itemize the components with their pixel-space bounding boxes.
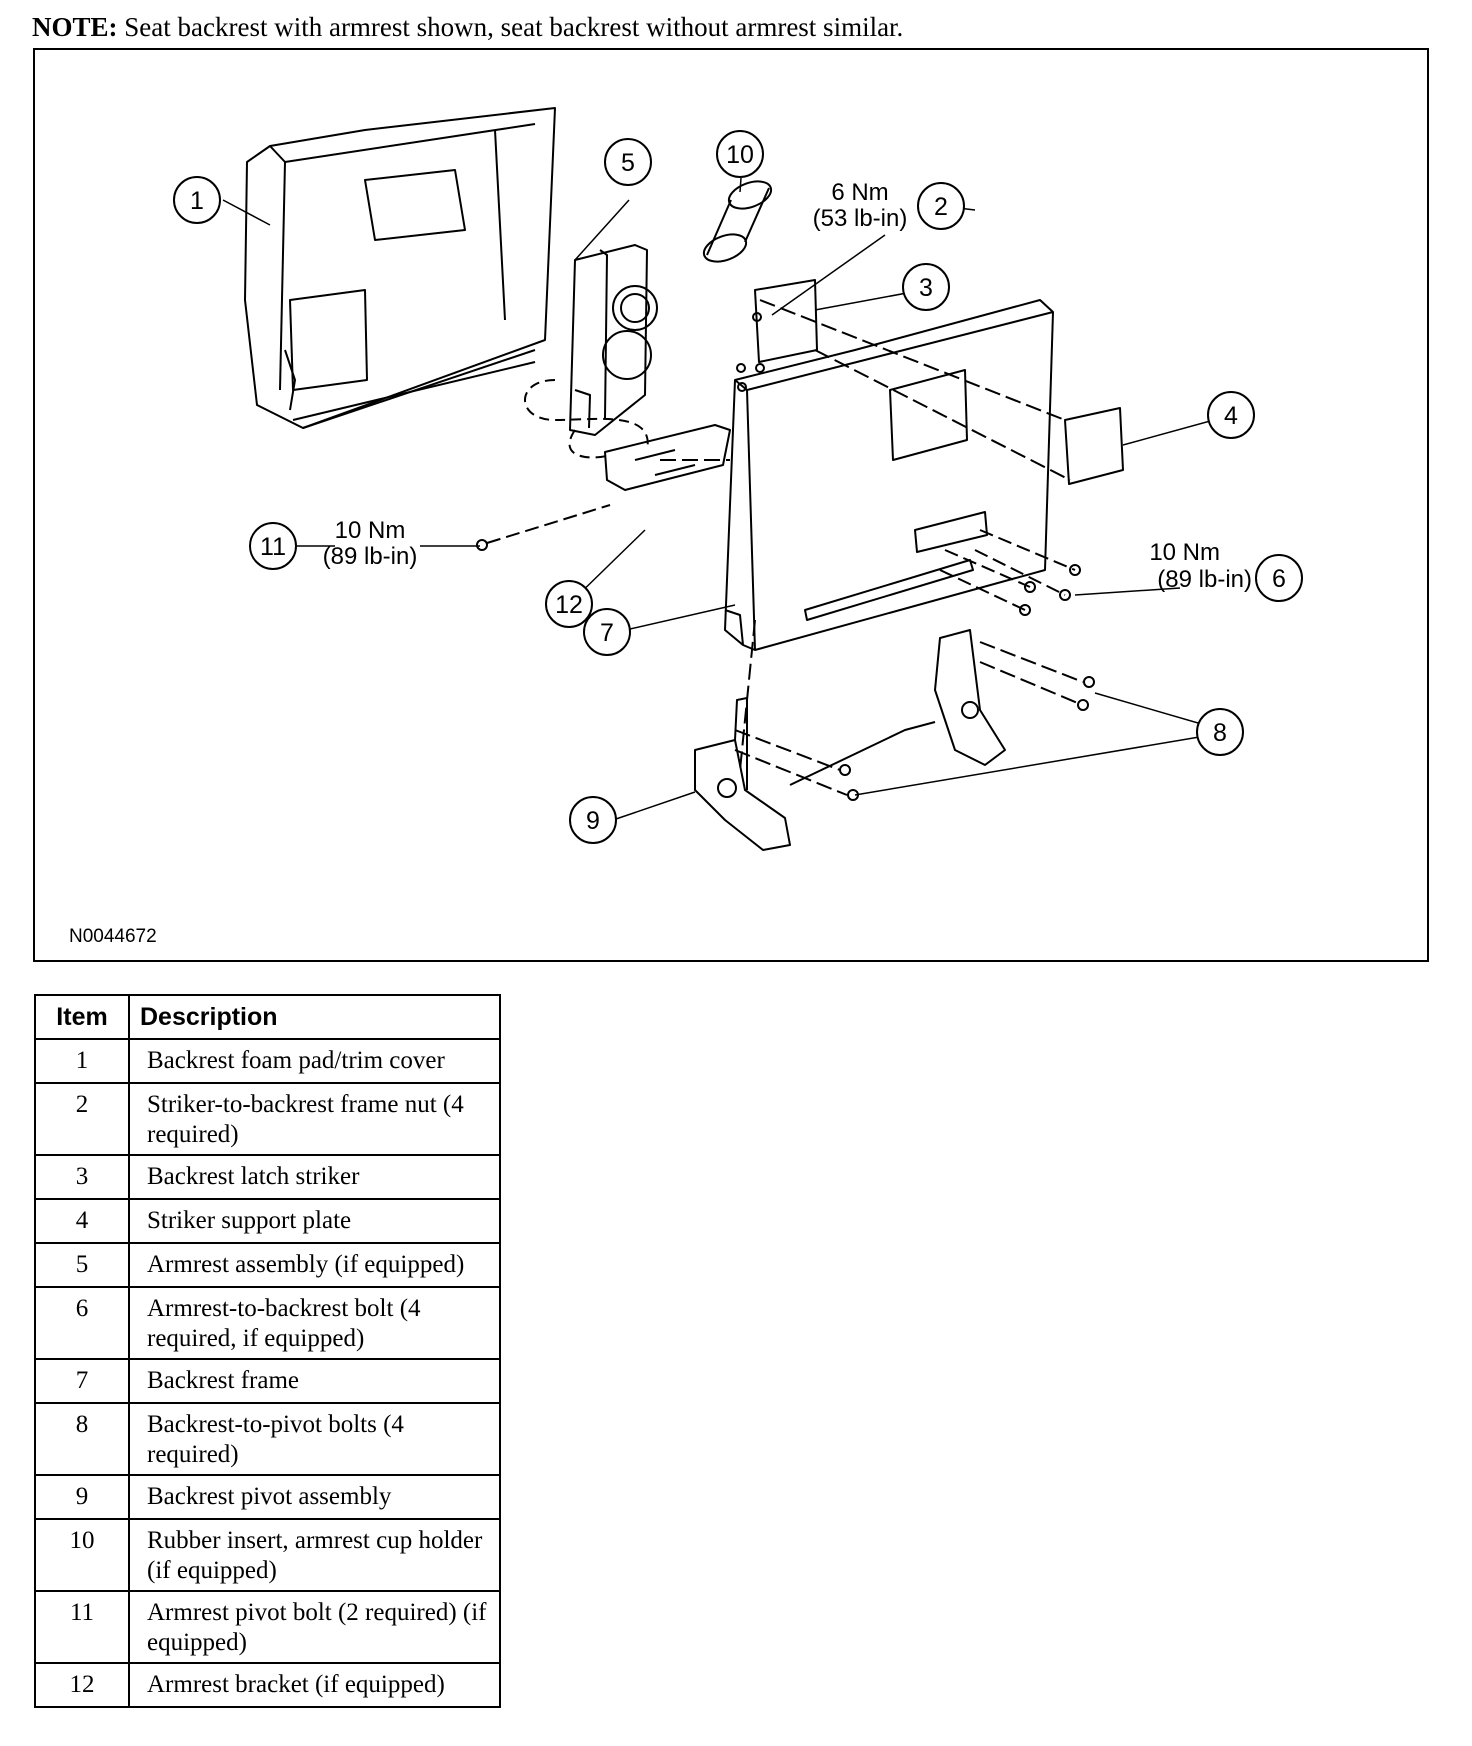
- callout-7: 7: [583, 608, 631, 656]
- backrest-frame-drawing: [724, 299, 1054, 651]
- torque-2-lbin: (53 lb-in): [813, 205, 908, 232]
- callout-9: 9: [569, 796, 617, 844]
- callout-6: 6: [1255, 554, 1303, 602]
- row-description: Striker-to-backrest frame nut (4 require…: [128, 1082, 501, 1156]
- callout-12: 12: [545, 580, 593, 628]
- row-description: Backrest-to-pivot bolts (4 required): [128, 1402, 501, 1476]
- pivot-bolt-11-drawing: [476, 539, 488, 551]
- wire-loop-drawing: [524, 379, 649, 459]
- torque-6-lbin: (89 lb-in): [1157, 566, 1252, 593]
- callout-balloons: 1 2 3 4 5 6 7 8 9 10 11 12: [173, 130, 1303, 844]
- pivot-assembly-left-drawing: [694, 697, 791, 851]
- foam-pad-trim-cover-drawing: [244, 107, 556, 429]
- callout-11: 11: [249, 522, 297, 570]
- torque-11-nm: 10 Nm: [335, 517, 406, 544]
- row-description: Armrest-to-backrest bolt (4 required, if…: [128, 1286, 501, 1360]
- callout-7-label: 7: [600, 619, 614, 647]
- torque-2-nm: 6 Nm: [831, 179, 888, 206]
- rubber-inserts-drawing: [702, 180, 773, 263]
- callout-10-label: 10: [726, 141, 754, 169]
- row-item: 8: [34, 1402, 130, 1476]
- callout-4-label: 4: [1224, 402, 1238, 430]
- pivot-assembly-right-drawing: [789, 629, 1006, 786]
- bolts-8-drawing: [839, 676, 1095, 801]
- callout-8: 8: [1196, 708, 1244, 756]
- row-description: Armrest bracket (if equipped): [128, 1662, 501, 1708]
- figure-id: N0044672: [69, 926, 157, 947]
- row-item: 11: [34, 1590, 130, 1664]
- note-label: NOTE:: [32, 12, 118, 42]
- row-description: Backrest foam pad/trim cover: [128, 1038, 501, 1084]
- row-description: Armrest assembly (if equipped): [128, 1242, 501, 1288]
- row-item: 10: [34, 1518, 130, 1592]
- callout-11-label: 11: [260, 533, 286, 561]
- armrest-bracket-drawing: [604, 424, 731, 491]
- row-item: 3: [34, 1154, 130, 1200]
- callout-5: 5: [604, 138, 652, 186]
- row-item: 9: [34, 1474, 130, 1520]
- torque-11-lbin: (89 lb-in): [323, 543, 418, 570]
- torque-specs: 6 Nm (53 lb-in) 10 Nm (89 lb-in) 10 Nm (…: [323, 179, 1252, 593]
- latch-striker-drawing: [754, 279, 818, 363]
- row-description: Backrest latch striker: [128, 1154, 501, 1200]
- note-text: Seat backrest with armrest shown, seat b…: [124, 12, 904, 42]
- callout-1-label: 1: [190, 187, 204, 215]
- callout-2: 2: [917, 182, 965, 230]
- row-description: Backrest frame: [128, 1358, 501, 1404]
- row-item: 5: [34, 1242, 130, 1288]
- row-item: 7: [34, 1358, 130, 1404]
- table-header-row: Item Description: [34, 994, 501, 1040]
- row-item: 1: [34, 1038, 130, 1084]
- callout-12-label: 12: [555, 591, 583, 619]
- callout-10: 10: [716, 130, 764, 178]
- exploded-view-diagram: 1 2 3 4 5 6 7 8 9 10 11 12 6 Nm (53 lb-i…: [33, 48, 1429, 962]
- row-item: 6: [34, 1286, 130, 1360]
- row-item: 4: [34, 1198, 130, 1244]
- callout-3: 3: [902, 263, 950, 311]
- diagram-drawing: 1 2 3 4 5 6 7 8 9 10 11 12 6 Nm (53 lb-i…: [69, 107, 1303, 947]
- nuts-2-drawing: [736, 312, 765, 392]
- callout-2-label: 2: [934, 193, 948, 221]
- callout-6-label: 6: [1272, 565, 1286, 593]
- row-description: Rubber insert, armrest cup holder (if eq…: [128, 1518, 501, 1592]
- row-description: Armrest pivot bolt (2 required) (if equi…: [128, 1590, 501, 1664]
- callout-4: 4: [1207, 391, 1255, 439]
- row-description: Backrest pivot assembly: [128, 1474, 501, 1520]
- armrest-assembly-drawing: [569, 244, 658, 436]
- striker-support-plate-drawing: [1064, 407, 1124, 485]
- bolt-axis-lines: [660, 299, 1084, 796]
- callout-8-label: 8: [1213, 719, 1227, 747]
- note-line: NOTE: Seat backrest with armrest shown, …: [32, 12, 903, 43]
- row-item: 12: [34, 1662, 130, 1708]
- callout-5-label: 5: [621, 149, 635, 177]
- header-description: Description: [128, 994, 501, 1040]
- callout-3-label: 3: [919, 274, 933, 302]
- callout-9-label: 9: [586, 807, 600, 835]
- callout-1: 1: [173, 176, 221, 224]
- bolts-6-drawing: [1019, 564, 1081, 616]
- row-description: Striker support plate: [128, 1198, 501, 1244]
- header-item: Item: [34, 994, 130, 1040]
- row-item: 2: [34, 1082, 130, 1156]
- torque-6-nm: 10 Nm: [1149, 539, 1220, 566]
